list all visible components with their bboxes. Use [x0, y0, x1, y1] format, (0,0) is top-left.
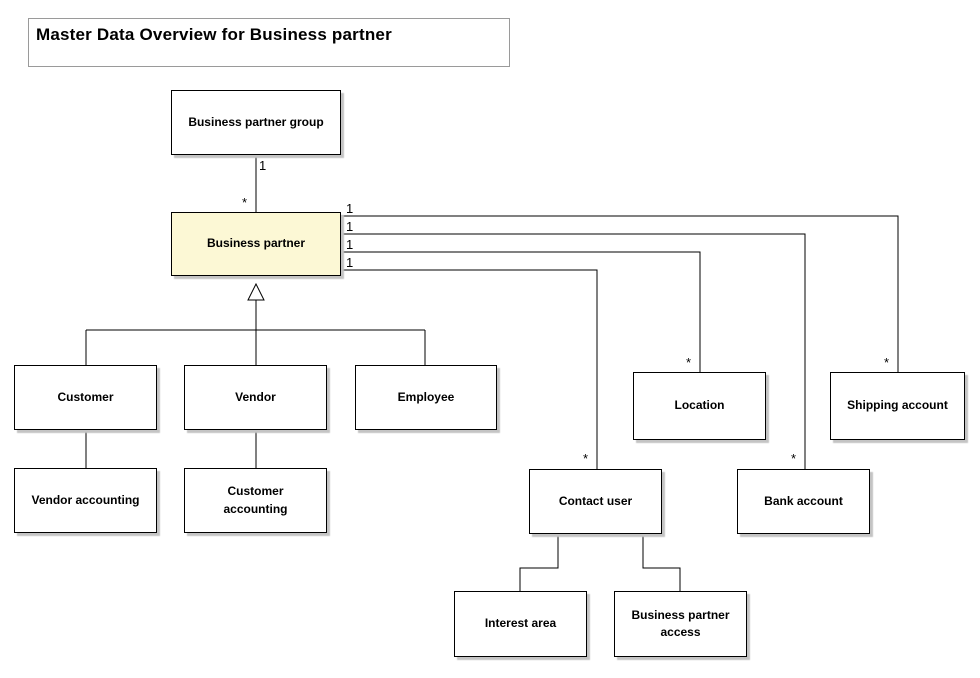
node-label: Shipping account — [847, 398, 948, 413]
node-vendor-accounting: Vendor accounting — [14, 468, 157, 533]
node-label: Vendor — [235, 389, 276, 404]
node-label: Bank account — [764, 493, 843, 508]
multiplicity-label: * — [242, 195, 248, 210]
generalization-arrow — [247, 282, 265, 301]
multiplicity-label: 1 — [259, 158, 267, 173]
multiplicity-label: 1 — [346, 237, 354, 252]
edge-partner-to-bank-account — [341, 233, 806, 469]
multiplicity-label: 1 — [346, 255, 354, 270]
edge-contact-to-bp-access — [642, 534, 681, 591]
diagram-title: Master Data Overview for Business partne… — [36, 25, 392, 44]
diagram-title-box: Master Data Overview for Business partne… — [28, 18, 510, 67]
node-label: Contact user — [558, 493, 633, 508]
node-interest-area: Interest area — [454, 591, 587, 657]
node-label: Customer accounting — [223, 484, 288, 516]
edge-partner-to-contact-user — [341, 269, 598, 469]
node-employee: Employee — [355, 365, 497, 430]
node-customer-accounting: Customer accounting — [184, 468, 327, 533]
node-business-partner: Business partner — [171, 212, 341, 276]
node-label: Business partner access — [631, 607, 730, 639]
multiplicity-label: 1 — [346, 201, 354, 216]
multiplicity-label: * — [583, 451, 589, 466]
multiplicity-label: * — [791, 451, 797, 466]
edge-partner-to-shipping-account — [341, 215, 899, 372]
node-label: Interest area — [484, 616, 557, 631]
node-shipping-account: Shipping account — [830, 372, 965, 440]
node-label: Customer — [57, 389, 114, 404]
edge-partner-to-location — [341, 251, 701, 372]
node-label: Business partner group — [188, 114, 324, 129]
node-label: Business partner — [206, 236, 306, 251]
multiplicity-label: * — [884, 355, 890, 370]
node-label: Employee — [397, 389, 455, 404]
multiplicity-label: * — [686, 355, 692, 370]
node-contact-user: Contact user — [529, 469, 662, 534]
node-business-partner-access: Business partner access — [614, 591, 747, 657]
node-bank-account: Bank account — [737, 469, 870, 534]
edge-contact-to-interest-area — [519, 534, 559, 591]
node-location: Location — [633, 372, 766, 440]
node-customer: Customer — [14, 365, 157, 430]
node-vendor: Vendor — [184, 365, 327, 430]
multiplicity-label: 1 — [346, 219, 354, 234]
node-label: Vendor accounting — [31, 492, 140, 507]
node-label: Location — [674, 398, 725, 413]
node-business-partner-group: Business partner group — [171, 90, 341, 155]
